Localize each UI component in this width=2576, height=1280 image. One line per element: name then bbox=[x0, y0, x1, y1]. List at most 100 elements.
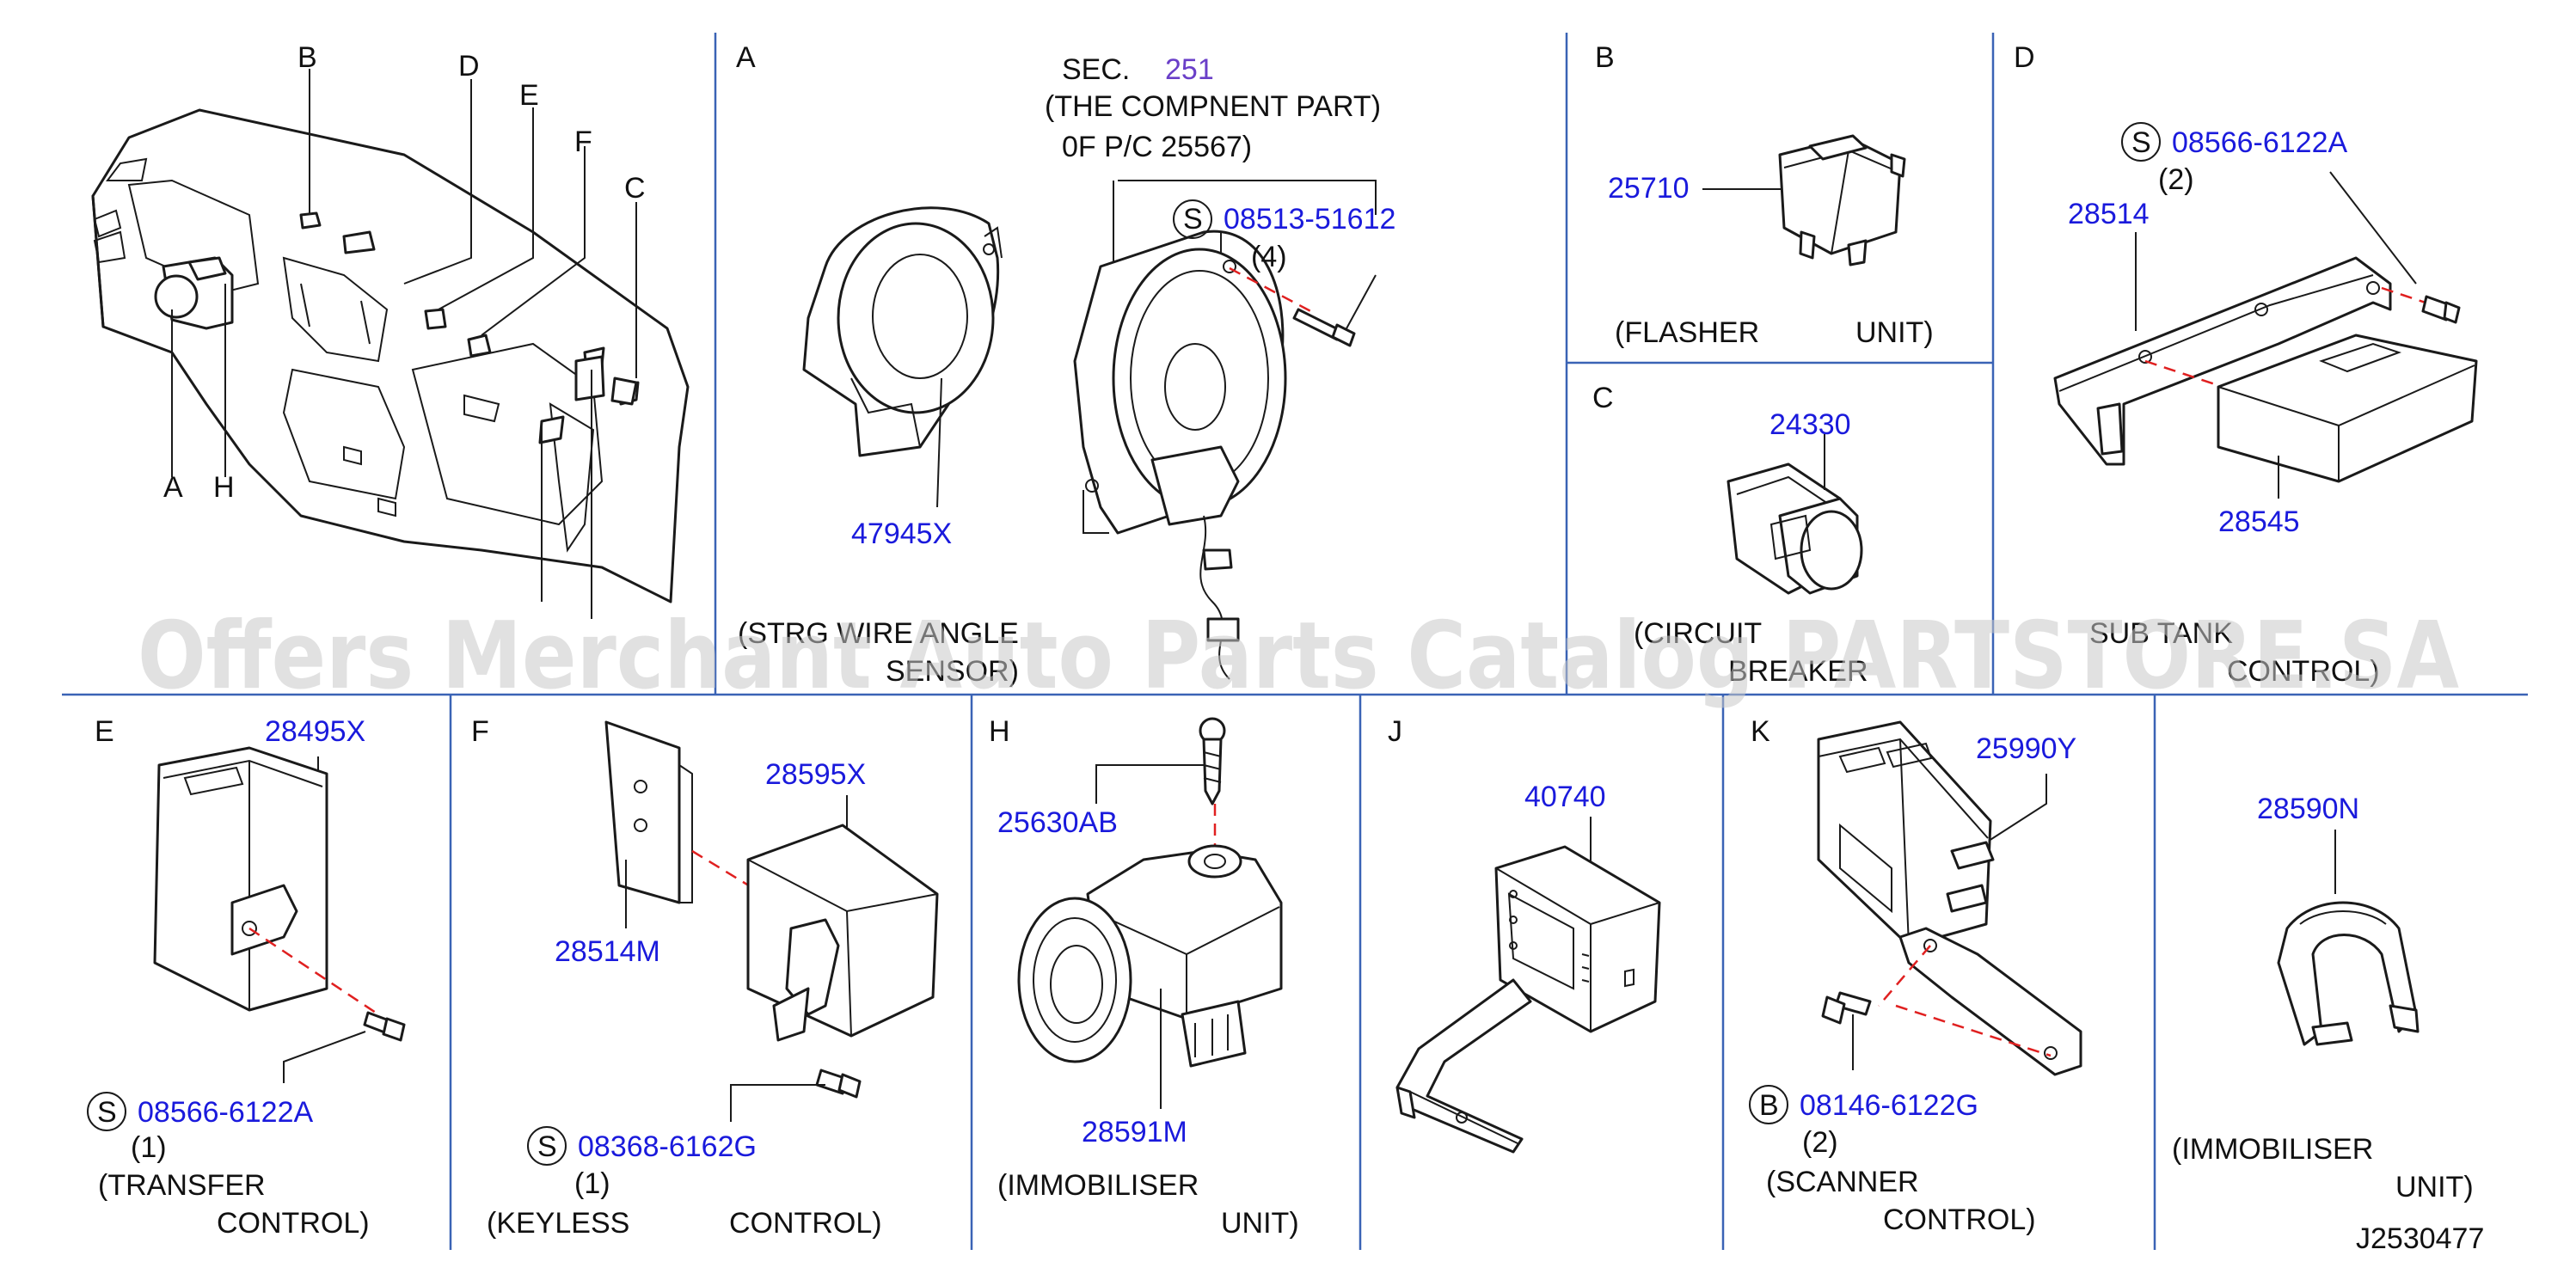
dashboard-overview: B D E F C A H bbox=[91, 41, 690, 619]
watermark-text: Offers Merchant Auto Parts Catalog PARTS… bbox=[138, 603, 2459, 710]
caption-k-line1: (SCANNER bbox=[1766, 1166, 1919, 1198]
panel-a-letter: A bbox=[736, 41, 756, 74]
callout-a: A bbox=[163, 471, 183, 504]
spiral-cable bbox=[1073, 230, 1287, 680]
caption-k-line2: CONTROL) bbox=[1883, 1203, 2036, 1236]
panel-f: F 28595X 28514M S 08368-6162G (1) (KEYLE… bbox=[471, 715, 939, 1240]
transfer-control-unit bbox=[153, 746, 328, 1012]
panel-h-letter: H bbox=[989, 715, 1010, 748]
part-08368-6162g[interactable]: 08368-6162G bbox=[578, 1130, 757, 1163]
part-28595x[interactable]: 28595X bbox=[765, 758, 866, 791]
callout-b: B bbox=[297, 41, 317, 74]
sub-tank-control-unit bbox=[2217, 334, 2478, 483]
qty-08566-6122a-e: (1) bbox=[131, 1131, 167, 1164]
immobiliser-antenna-ring bbox=[2277, 901, 2420, 1046]
part-47945x[interactable]: 47945X bbox=[851, 518, 952, 550]
sec-note-1: (THE COMPNENT PART) bbox=[1045, 90, 1381, 123]
part-28590n[interactable]: 28590N bbox=[2257, 793, 2359, 825]
screw-badge-f: S bbox=[537, 1130, 557, 1163]
panel-d-letter: D bbox=[2014, 41, 2035, 74]
part-24330[interactable]: 24330 bbox=[1769, 408, 1851, 441]
qty-08513-51612: (4) bbox=[1251, 241, 1287, 273]
sec-label: SEC. bbox=[1062, 53, 1130, 86]
part-28495x[interactable]: 28495X bbox=[265, 715, 365, 748]
callout-h: H bbox=[213, 471, 235, 504]
qty-08368-6162g: (1) bbox=[574, 1167, 610, 1200]
panel-e-letter: E bbox=[95, 715, 114, 748]
panel-f-letter: F bbox=[471, 715, 489, 748]
caption-last-line1: (IMMOBILISER bbox=[2172, 1133, 2373, 1166]
scanner-control-unit bbox=[1817, 720, 1995, 947]
immobiliser-screw bbox=[1199, 717, 1226, 805]
panel-immobiliser-antenna: 28590N (IMMOBILISER UNIT) bbox=[2172, 793, 2474, 1203]
part-25710[interactable]: 25710 bbox=[1608, 172, 1690, 205]
scanner-bolt bbox=[1821, 991, 1872, 1025]
bolt-badge-k: B bbox=[1759, 1089, 1779, 1122]
caption-c-line1: (CIRCUIT bbox=[1634, 617, 1762, 650]
caption-a-line1: (STRG WIRE ANGLE bbox=[738, 617, 1019, 650]
part-08146-6122g[interactable]: 08146-6122G bbox=[1800, 1089, 1978, 1122]
caption-b-line2: UNIT) bbox=[1855, 316, 1934, 349]
callout-e: E bbox=[519, 79, 539, 112]
part-25990y[interactable]: 25990Y bbox=[1976, 732, 2076, 765]
keyless-bracket bbox=[604, 720, 693, 904]
panel-k-letter: K bbox=[1751, 715, 1770, 748]
part-25630ab[interactable]: 25630AB bbox=[997, 806, 1118, 839]
callout-f: F bbox=[574, 126, 592, 158]
part-08566-6122a-e[interactable]: 08566-6122A bbox=[138, 1096, 314, 1129]
panel-c: C 24330 (CIRCUIT BREAKER bbox=[1592, 382, 1868, 688]
caption-e-line2: CONTROL) bbox=[217, 1207, 370, 1240]
keyless-control-unit bbox=[746, 824, 939, 1042]
part-28514m[interactable]: 28514M bbox=[555, 935, 660, 968]
caption-b-line1: (FLASHER bbox=[1615, 316, 1759, 349]
part-28545[interactable]: 28545 bbox=[2218, 505, 2300, 538]
panel-a: A SEC. 251 (THE COMPNENT PART) 0F P/C 25… bbox=[736, 41, 1395, 688]
screw-badge-e: S bbox=[97, 1096, 117, 1129]
caption-a-line2: SENSOR) bbox=[886, 655, 1019, 688]
diagram-code: J2530477 bbox=[2356, 1222, 2484, 1255]
panel-c-letter: C bbox=[1592, 382, 1614, 414]
caption-d-line1: SUB TANK bbox=[2089, 617, 2233, 650]
scanner-bracket bbox=[1898, 927, 2082, 1076]
caption-f-line2: CONTROL) bbox=[729, 1207, 882, 1240]
screw-badge-d: S bbox=[2131, 126, 2151, 159]
callout-d: D bbox=[458, 50, 480, 83]
callout-c: C bbox=[624, 172, 646, 205]
panel-e: E 28495X S 08566-6122A (1) (TRANSFER CON… bbox=[87, 715, 406, 1240]
screw-badge-a: S bbox=[1183, 203, 1203, 236]
flasher-unit bbox=[1778, 134, 1906, 266]
sec-note-2: 0F P/C 25567) bbox=[1062, 131, 1252, 163]
screw-08513-51612 bbox=[1292, 308, 1356, 347]
panel-d: D S 08566-6122A (2) 28514 28545 SUB TANK… bbox=[2014, 41, 2478, 688]
circuit-breaker bbox=[1727, 462, 1863, 595]
qty-08566-6122a-d: (2) bbox=[2158, 163, 2194, 196]
panel-h: H 25630AB 28591M (IMMOBILISER UNIT) bbox=[989, 715, 1299, 1240]
panel-k: K 25990Y B 08146-6122G (2) (SCANNER C bbox=[1749, 715, 2082, 1236]
part-08566-6122a-d[interactable]: 08566-6122A bbox=[2172, 126, 2348, 159]
caption-d-line2: CONTROL) bbox=[2227, 655, 2380, 688]
caption-h-line2: UNIT) bbox=[1221, 1207, 1299, 1240]
steering-angle-sensor bbox=[802, 206, 1003, 457]
caption-h-line1: (IMMOBILISER bbox=[997, 1169, 1199, 1202]
part-28514[interactable]: 28514 bbox=[2068, 198, 2150, 230]
panel-j-letter: J bbox=[1388, 715, 1402, 748]
qty-08146-6122g: (2) bbox=[1802, 1126, 1838, 1159]
caption-f-line1: (KEYLESS bbox=[487, 1207, 629, 1240]
sub-tank-bracket bbox=[2053, 256, 2392, 466]
relay-bracket bbox=[1395, 978, 1532, 1154]
part-40740[interactable]: 40740 bbox=[1524, 781, 1606, 813]
part-08513-51612[interactable]: 08513-51612 bbox=[1224, 203, 1395, 236]
panel-j: J 40740 bbox=[1388, 715, 1661, 1154]
part-28591m[interactable]: 28591M bbox=[1082, 1116, 1187, 1148]
panel-grid bbox=[62, 33, 2528, 1250]
panel-b: B 25710 (FLASHER UNIT) bbox=[1595, 41, 1934, 349]
caption-last-line2: UNIT) bbox=[2395, 1171, 2474, 1203]
sec-number[interactable]: 251 bbox=[1165, 53, 1214, 86]
panel-b-letter: B bbox=[1595, 41, 1615, 74]
caption-c-line2: BREAKER bbox=[1728, 655, 1868, 688]
caption-e-line1: (TRANSFER bbox=[98, 1169, 266, 1202]
immobiliser-unit bbox=[1017, 844, 1283, 1068]
relay-module-40740 bbox=[1494, 845, 1661, 1033]
